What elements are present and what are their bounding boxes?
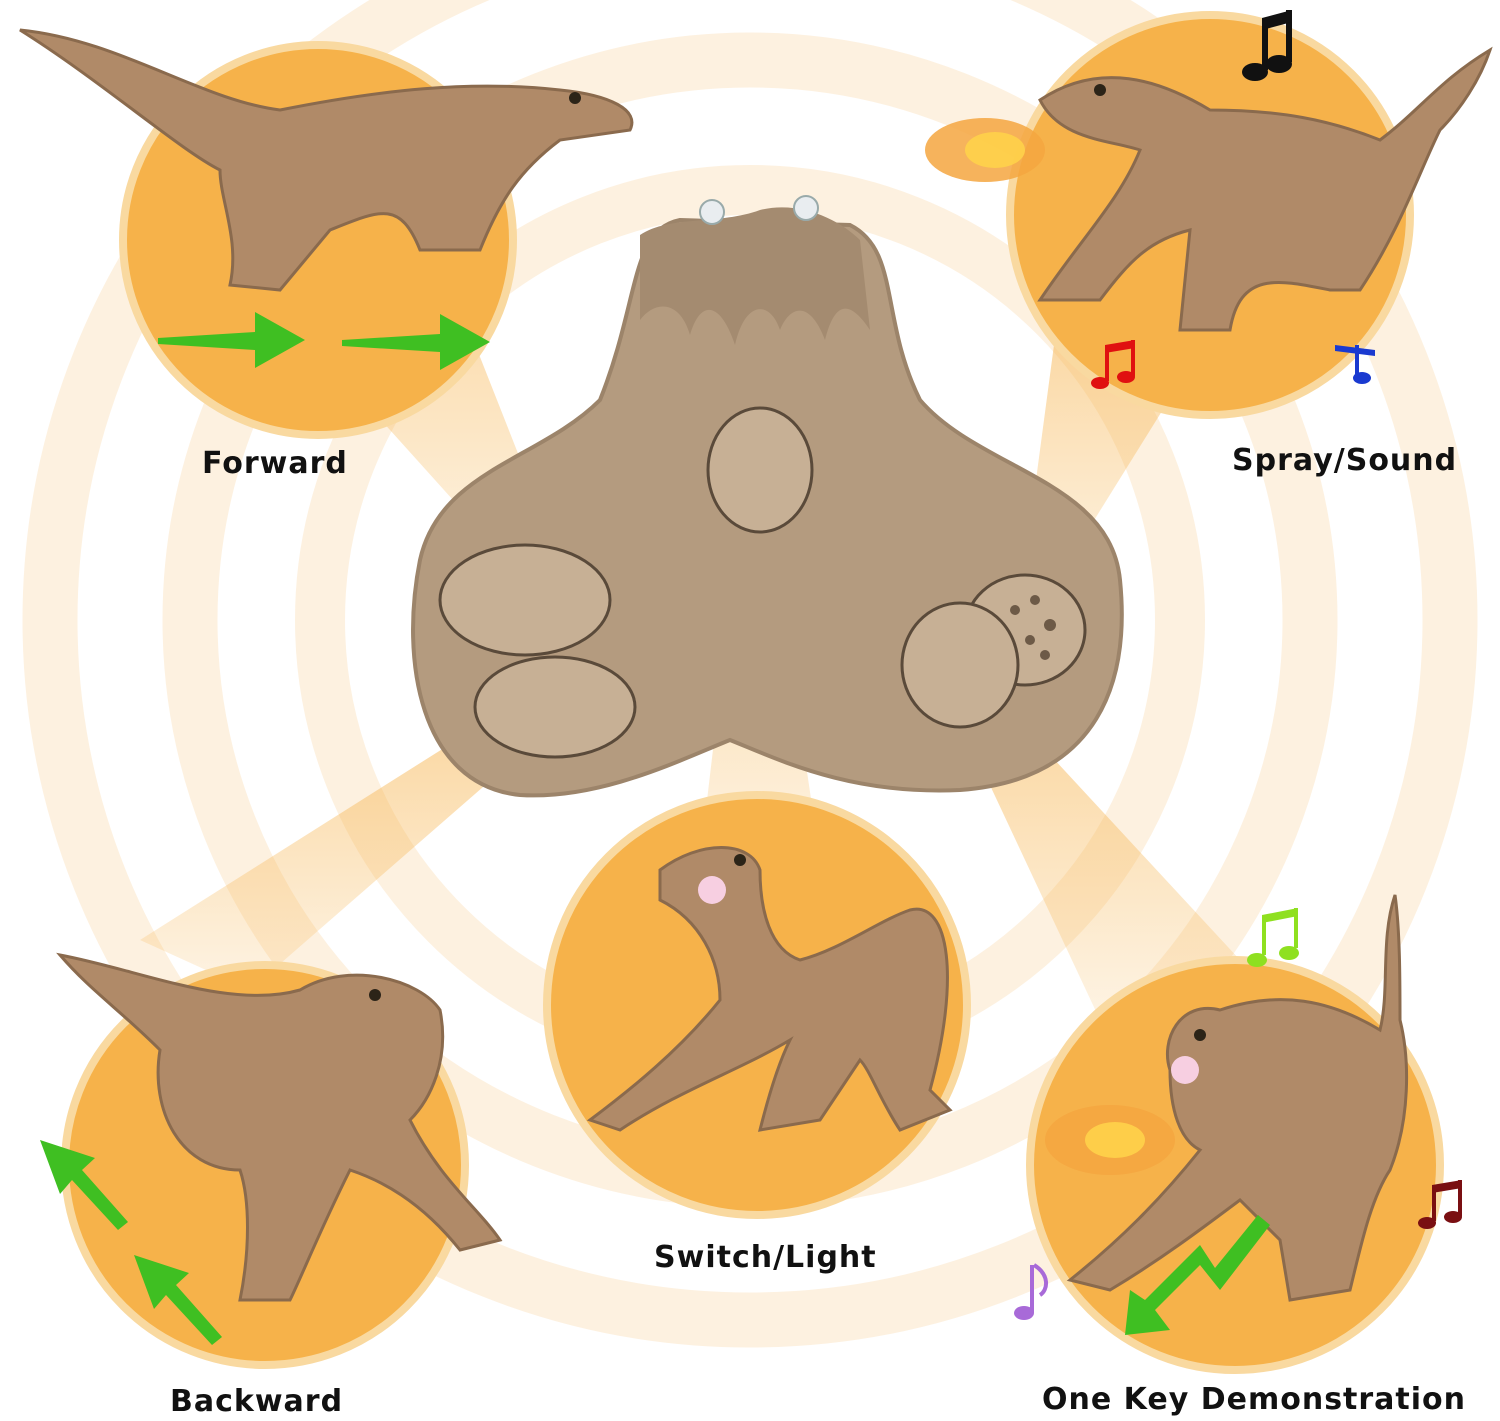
note-darkred: [1418, 1180, 1462, 1229]
green-arrows: [40, 312, 1270, 1345]
cracked-egg-button[interactable]: [900, 601, 1020, 729]
music-notes: [1014, 10, 1462, 1320]
label-spray-sound: Spray/Sound: [1232, 443, 1458, 478]
label-one-key-demonstration: One Key Demonstration: [1042, 1382, 1467, 1417]
note-green: [1247, 908, 1299, 967]
dinosaurs: [19, 28, 1493, 1302]
backward-arrow-2: [134, 1255, 222, 1345]
label-backward: Backward: [170, 1384, 344, 1419]
forward-arrow-1: [158, 312, 305, 368]
controller: [411, 195, 1124, 798]
dino-switch: [586, 846, 953, 1132]
fossil-raptor-button[interactable]: [438, 543, 612, 657]
fossil-stegosaurus-button[interactable]: [473, 655, 637, 759]
note-black: [1242, 10, 1292, 81]
note-red: [1091, 340, 1135, 389]
dino-spray: [1037, 46, 1493, 332]
footprint-button[interactable]: [706, 406, 814, 534]
led-right: [793, 195, 819, 221]
label-switch-light: Switch/Light: [654, 1240, 877, 1275]
dino-backward: [56, 952, 503, 1302]
note-blue: [1335, 345, 1375, 384]
dino-demo: [1066, 894, 1409, 1302]
dino-forward: [19, 28, 634, 292]
spray-puffs: [925, 118, 1175, 1175]
label-forward: Forward: [202, 446, 348, 481]
led-left: [699, 199, 725, 225]
forward-arrow-2: [342, 314, 490, 370]
beam-backward: [140, 700, 560, 990]
note-purple: [1014, 1263, 1048, 1320]
zigzag-green-arrow: [1125, 1215, 1270, 1335]
glowing-eye-light: [698, 876, 726, 904]
backward-arrow-1: [40, 1140, 128, 1230]
